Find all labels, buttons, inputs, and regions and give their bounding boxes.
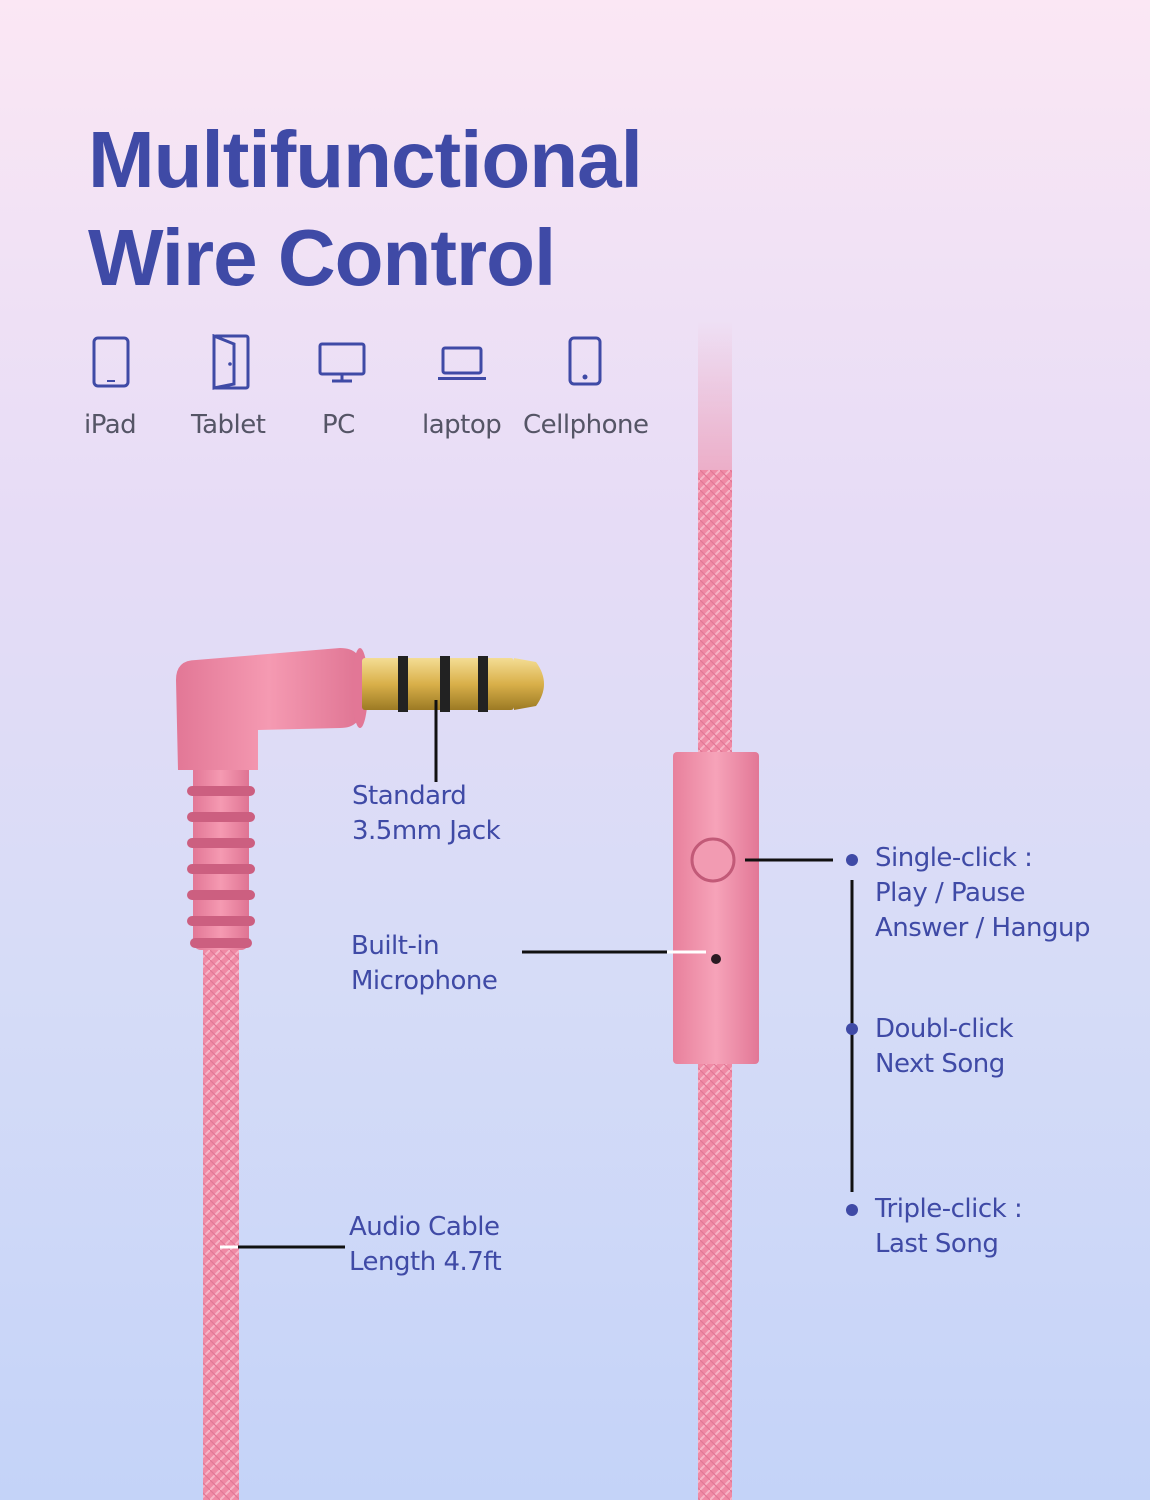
title-line-1: Multifunctional [88,115,643,204]
device-label-cellphone: Cellphone [523,410,649,440]
gold-plug [362,656,544,712]
laptop-icon [438,346,486,380]
device-label-tablet: Tablet [191,410,266,440]
bullet-triple [846,1204,858,1216]
callout-microphone: Built-in Microphone [351,929,498,999]
callout-single-line1: Single-click : [875,843,1033,873]
callout-triple-click: Triple-click : Last Song [875,1192,1023,1262]
callout-jack: Standard 3.5mm Jack [352,779,501,849]
right-cable-upper [698,470,732,760]
cellphone-icon [568,336,602,386]
callout-triple-line1: Triple-click : [875,1194,1023,1224]
callout-jack-line1: Standard [352,781,467,811]
callout-cable: Audio Cable Length 4.7ft [349,1210,502,1280]
tablet-icon [212,334,250,390]
callout-double-click: Doubl-click Next Song [875,1012,1014,1082]
strain-relief [187,750,255,950]
bullet-single [846,854,858,866]
callout-double-line1: Doubl-click [875,1014,1014,1044]
bullet-double [846,1023,858,1035]
device-label-ipad: iPad [84,410,137,440]
callout-cable-line1: Audio Cable [349,1212,500,1242]
inline-remote [673,752,759,1064]
plug-body [176,648,362,770]
device-label-laptop: laptop [422,410,502,440]
callout-single-click: Single-click : Play / Pause Answer / Han… [875,841,1091,946]
title-line-2: Wire Control [88,213,556,302]
callout-microphone-line2: Microphone [351,966,498,996]
callout-cable-line2: Length 4.7ft [349,1247,502,1277]
remote-button [690,837,736,883]
pc-monitor-icon [318,342,366,383]
callout-triple-line2: Last Song [875,1229,999,1259]
left-cable [203,945,239,1500]
callout-double-line2: Next Song [875,1049,1005,1079]
right-cable-fade [698,320,732,480]
right-cable-lower [698,1060,732,1500]
callout-jack-line2: 3.5mm Jack [352,816,501,846]
callout-single-line2: Play / Pause [875,878,1025,908]
ipad-icon [92,336,130,388]
callout-microphone-line1: Built-in [351,931,440,961]
callout-single-line3: Answer / Hangup [875,913,1091,943]
device-label-pc: PC [322,410,355,440]
mic-hole [711,954,721,964]
